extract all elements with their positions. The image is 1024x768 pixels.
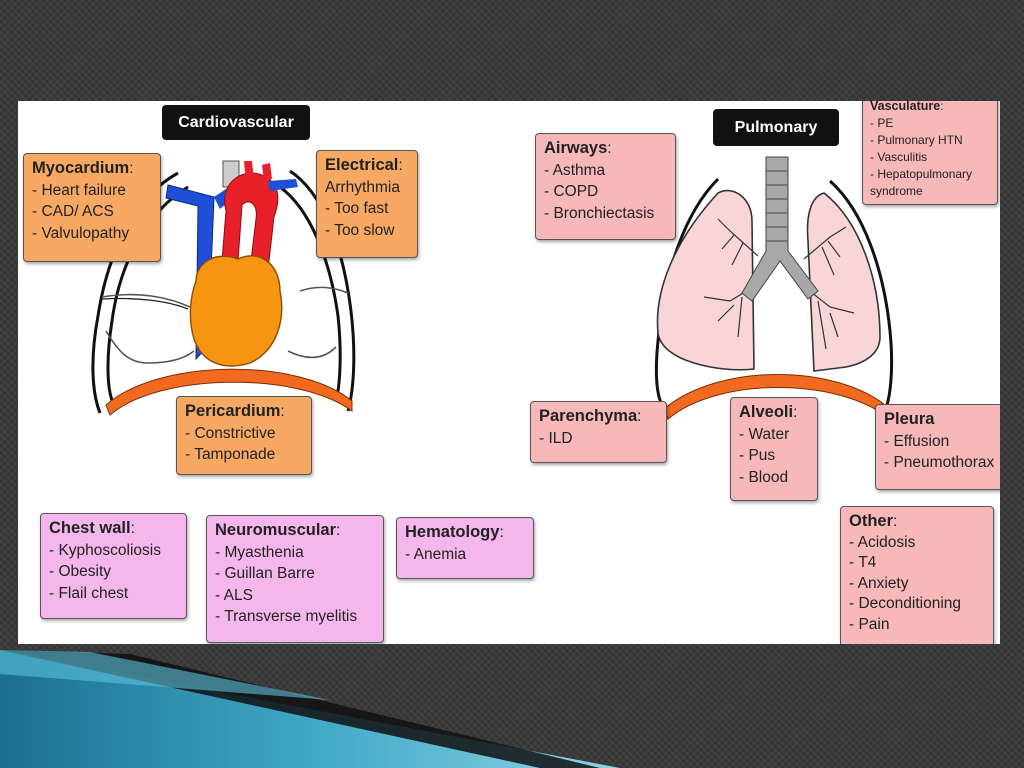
anatomy-illustration [91,156,894,421]
vasculature-title: Vasculature [870,101,941,113]
list-item: - PE [870,116,894,130]
list-item: - Pus [739,447,776,464]
trachea [741,156,819,302]
list-item: syndrome [870,184,923,198]
list-item: - ILD [539,429,573,447]
parenchyma-box: Parenchyma: - ILD [530,401,667,463]
lung-outline-lines [101,286,349,364]
neuromuscular-title: Neuromuscular [215,521,337,539]
list-item: - Acidosis [849,533,916,551]
diaphragm-cardio [105,368,353,416]
list-item: - Blood [739,468,789,486]
list-item: - T4 [849,554,877,571]
list-item: - Vasculitis [870,150,928,164]
chest-wall-box: Chest wall: - Kyphoscoliosis - Obesity -… [40,513,187,619]
list-item: - CAD/ ACS [32,203,114,220]
list-item: - Pulmonary HTN [870,133,963,147]
list-item: - Deconditioning [849,595,962,612]
diagram-slide: Cardiovascular Pulmonary Myocardium: - H… [18,101,1000,644]
list-item: - Transverse myelitis [215,608,358,625]
list-item: - Bronchiectasis [544,204,655,222]
list-item: - Anxiety [849,574,909,592]
trachea-rings [766,170,788,242]
heart [189,255,283,367]
neuromuscular-box: Neuromuscular: - Myasthenia - Guillan Ba… [206,515,384,643]
list-item: - Constrictive [185,424,276,442]
list-item: - Effusion [884,432,950,450]
list-item: - Guillan Barre [215,565,315,582]
left-lung [656,189,755,371]
bronchi [703,218,855,350]
cardiovascular-label: Cardiovascular [162,105,310,140]
list-item: - Obesity [49,563,112,580]
right-lung [806,192,881,372]
pleura-title: Pleura [884,410,935,428]
chest-wall-title: Chest wall [49,519,131,537]
aorta [221,172,279,270]
list-item: - Hepatopulmonary [870,167,973,181]
other-box: Other: - Acidosis - T4 - Anxiety - Decon… [840,506,994,644]
list-item: - Pain [849,615,890,633]
pleura-box: Pleura - Effusion - Pneumothorax [875,404,1000,490]
list-item: - ALS [215,586,253,604]
hematology-box: Hematology: - Anemia [396,517,534,579]
myocardium-title: Myocardium [32,159,130,177]
airways-box: Airways: - Asthma - COPD - Bronchiectasi… [535,133,676,240]
myocardium-box: Myocardium: - Heart failure - CAD/ ACS -… [23,153,161,262]
alveoli-title: Alveoli [739,403,794,421]
list-item: - Flail chest [49,584,129,602]
list-item: - Too fast [325,200,389,217]
list-item: - Heart failure [32,181,126,199]
pericardium-title: Pericardium [185,402,281,420]
pericardium-box: Pericardium: - Constrictive - Tamponade [176,396,312,475]
hematology-title: Hematology [405,523,500,541]
alveoli-box: Alveoli: - Water - Pus - Blood [730,397,818,501]
ribcage-right [279,169,356,412]
list-item: Arrhythmia [325,178,400,196]
airways-title: Airways [544,139,608,157]
list-item: - Asthma [544,161,606,179]
decorative-ribbon [0,650,620,768]
pulmonary-label: Pulmonary [713,109,839,146]
list-item: - Pneumothorax [884,454,995,471]
pulmonary-artery [244,161,272,183]
list-item: - Water [739,425,790,443]
other-title: Other [849,512,894,530]
list-item: - Myasthenia [215,543,304,561]
electrical-title: Electrical [325,156,399,174]
list-item: - Anemia [405,545,467,563]
right-arm-artery [268,179,298,191]
list-item: - COPD [544,183,599,200]
vasculature-box: Vasculature: - PE - Pulmonary HTN - Vasc… [862,101,998,205]
pericardial-line-left [101,297,189,310]
electrical-box: Electrical: Arrhythmia - Too fast - Too … [316,150,418,258]
list-item: - Kyphoscoliosis [49,541,161,559]
list-item: - Too slow [325,221,395,239]
parenchyma-title: Parenchyma [539,407,638,425]
list-item: - Tamponade [185,446,276,463]
list-item: - Valvulopathy [32,224,130,242]
